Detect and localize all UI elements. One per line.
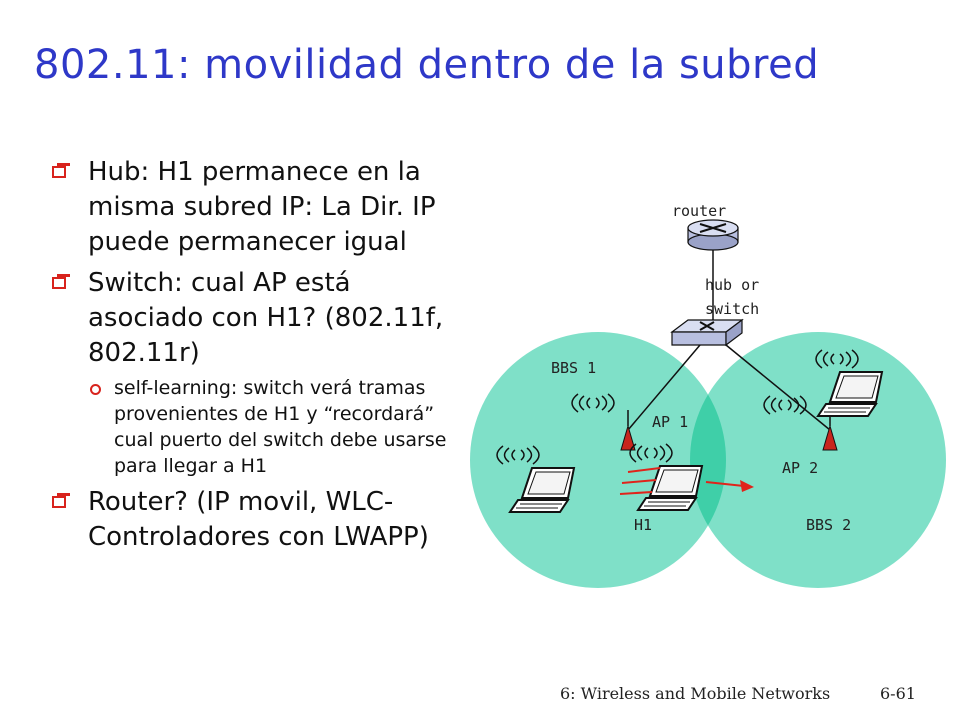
bbs2-label: BBS 2 <box>806 516 851 534</box>
bss1-coverage <box>470 332 726 588</box>
bullet-marker-icon <box>52 493 70 508</box>
switch-icon <box>670 318 744 347</box>
movement-arrow-icon <box>619 467 754 495</box>
switch-ap2-link <box>725 344 831 431</box>
ap1-label: AP 1 <box>652 413 688 431</box>
switch-label-line2: switch <box>705 300 759 318</box>
bbs1-label: BBS 1 <box>551 359 596 377</box>
sub-bullet-text: self-learning: switch verá tramas proven… <box>114 377 447 477</box>
switch-ap1-link <box>627 344 701 431</box>
bullet-hub: Hub: H1 permanece en la misma subred IP:… <box>52 155 472 260</box>
bullet-marker-icon <box>52 274 70 289</box>
router-label: router <box>672 202 726 220</box>
sub-bullet-list: self-learning: switch verá tramas proven… <box>88 375 472 479</box>
bullet-text: Switch: cual AP está asociado con H1? (8… <box>88 268 444 368</box>
switch-label-line1: hub or <box>705 276 759 294</box>
bullet-marker-icon <box>52 163 70 178</box>
bullet-list: Hub: H1 permanece en la misma subred IP:… <box>52 155 472 561</box>
router-icon <box>687 219 739 251</box>
sub-bullet-self-learning: self-learning: switch verá tramas proven… <box>88 375 472 479</box>
bullet-text: Router? (IP movil, WLC-Controladores con… <box>88 487 429 552</box>
slide-footer: 6: Wireless and Mobile Networks 6-61 <box>560 684 916 703</box>
footer-chapter: 6: Wireless and Mobile Networks <box>560 684 831 703</box>
footer-page-number: 6-61 <box>880 684 916 703</box>
bss2-coverage <box>690 332 946 588</box>
slide-title: 802.11: movilidad dentro de la subred <box>34 42 820 88</box>
ap1-icon <box>571 393 636 451</box>
bullet-switch: Switch: cual AP está asociado con H1? (8… <box>52 266 472 479</box>
ap2-label: AP 2 <box>782 459 818 477</box>
h1-label: H1 <box>634 516 652 534</box>
bullet-router: Router? (IP movil, WLC-Controladores con… <box>52 485 472 555</box>
bullet-text: Hub: H1 permanece en la misma subred IP:… <box>88 157 436 257</box>
sub-bullet-marker-icon <box>90 384 101 395</box>
